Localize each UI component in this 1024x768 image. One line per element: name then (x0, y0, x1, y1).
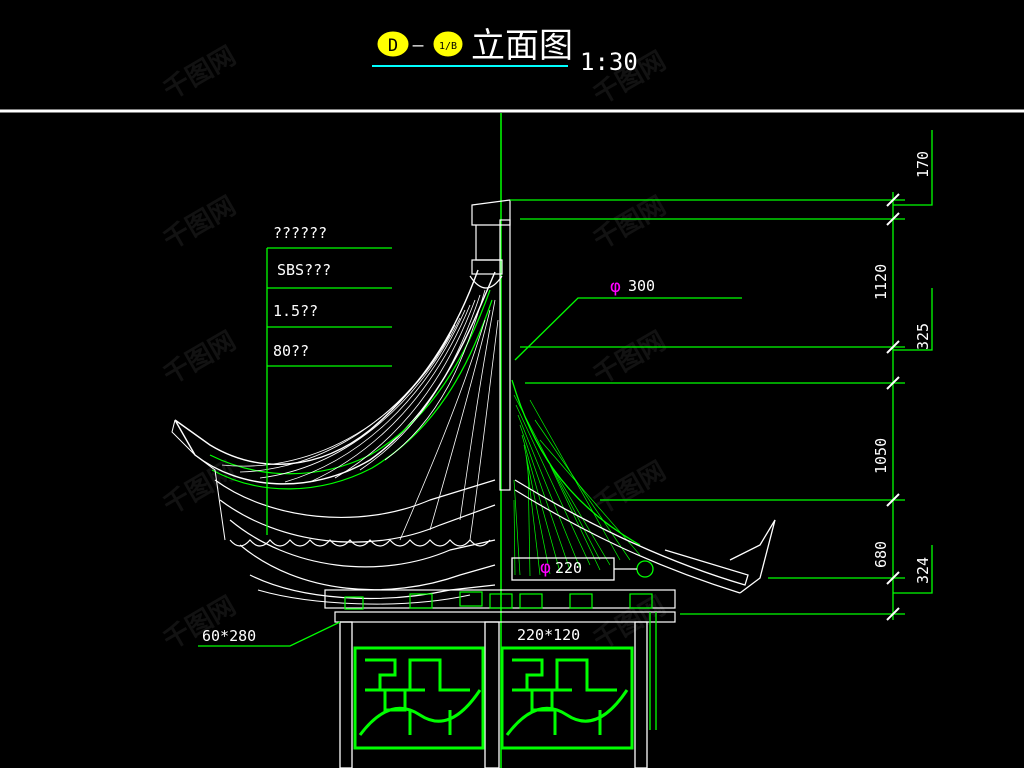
beam-size-label: 220*120 (517, 626, 580, 644)
watermark-text: 千图网 (159, 326, 242, 391)
left-roof-section (171, 269, 499, 605)
right-eave-board (514, 479, 749, 586)
right-roof-elevation (511, 379, 776, 594)
diameter-bottom-label: 220 (555, 559, 582, 577)
dimension-1050: 1050 (872, 438, 890, 474)
dimension-1120: 1120 (872, 264, 890, 300)
material-note-1: ?????? (273, 224, 327, 242)
watermark-text: 千图网 (589, 326, 672, 391)
roof-outer-curve (174, 269, 496, 485)
finial (469, 199, 511, 491)
dimension-680: 680 (872, 541, 890, 568)
columns (339, 612, 657, 768)
material-note-4: 80?? (273, 342, 309, 360)
member-annotations: φ 300 φ 220 220*120 60*280 (198, 276, 742, 647)
phi-symbol-bottom: φ (540, 557, 551, 578)
lintel-beam (511, 557, 654, 581)
material-notes: ?????? SBS??? 1.5?? 80?? (266, 224, 392, 535)
dimension-324: 324 (914, 557, 932, 584)
diameter-top-label: 300 (628, 277, 655, 295)
phi-symbol-top: φ (610, 276, 621, 297)
material-note-2: SBS??? (277, 261, 331, 279)
eave-scallops (229, 539, 491, 547)
title-block: D — 1/B 立面图 1:30 (372, 26, 638, 76)
watermark-layer: 千图网 千图网 千图网 千图网 千图网 千图网 千图网 千图网 千图网 千图网 (159, 41, 672, 656)
dimension-325: 325 (914, 323, 932, 350)
title-dash: — (413, 35, 424, 56)
title-circle-right (433, 31, 463, 57)
watermark-text: 千图网 (589, 456, 672, 521)
dimension-labels: 170 1120 325 1050 680 324 (872, 151, 932, 584)
lattice-panels (353, 646, 634, 750)
dimension-ticks (886, 193, 900, 621)
watermark-text: 千图网 (589, 191, 672, 256)
watermark-text: 千图网 (159, 41, 242, 106)
title-circle-right-label: 1/B (439, 41, 457, 52)
title-drawing-name: 立面图 (471, 26, 573, 66)
title-circle-left-label: D (388, 36, 398, 56)
bracket-row (324, 589, 676, 623)
dimension-chain (510, 130, 933, 620)
rafter-size-label: 60*280 (202, 627, 256, 645)
title-scale: 1:30 (580, 48, 638, 76)
dimension-170: 170 (914, 151, 932, 178)
watermark-text: 千图网 (159, 191, 242, 256)
title-circle-left (377, 31, 409, 57)
material-note-3: 1.5?? (273, 302, 318, 320)
